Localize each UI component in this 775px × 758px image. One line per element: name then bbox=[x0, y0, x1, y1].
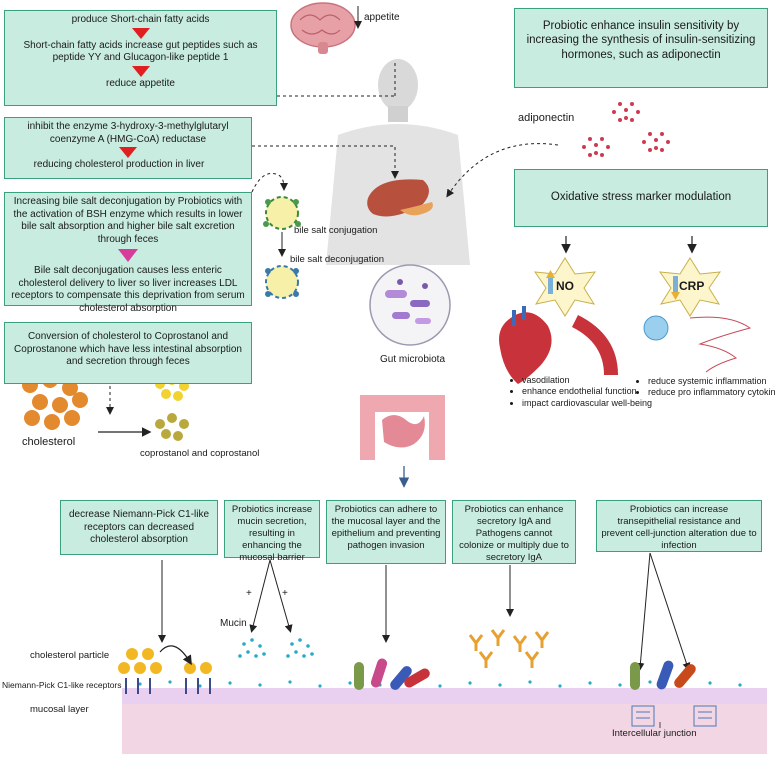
brain-icon bbox=[290, 2, 356, 54]
intestine-icon bbox=[360, 395, 445, 460]
mucin-label: Mucin bbox=[220, 618, 247, 629]
arrow-mucin-1 bbox=[249, 559, 271, 633]
box-mucin: Probiotics increase mucin secretion, res… bbox=[224, 500, 320, 563]
scfa-line1: produce Short-chain fatty acids bbox=[71, 14, 210, 25]
coprostanol-label: coprostanol and coprostanol bbox=[140, 448, 260, 459]
bile-line2: Bile salt deconjugation causes less ente… bbox=[11, 265, 245, 314]
mucosal-dots bbox=[138, 680, 742, 688]
box-adhere: Probiotics can adhere to the mucosal lay… bbox=[326, 500, 446, 564]
box-hmg: inhibit the enzyme 3-hydroxy-3-methylglu… bbox=[4, 117, 252, 179]
bile-deconjugation-label: bile salt deconjugation bbox=[290, 254, 385, 265]
gut-microbiota-icon bbox=[369, 264, 451, 346]
probiotic-bacteria-1 bbox=[354, 658, 430, 690]
box-insulin: Probiotic enhance insulin sensitivity by… bbox=[514, 8, 768, 88]
adiponectin-label: adiponectin bbox=[518, 112, 575, 124]
scfa-line3: reduce appetite bbox=[106, 77, 175, 89]
pink-triangle-icon bbox=[118, 249, 138, 262]
blood-vessel-icon bbox=[572, 315, 618, 375]
bile-conjugation-micelle bbox=[263, 196, 301, 230]
cholesterol-label: cholesterol bbox=[22, 436, 76, 448]
plus-sign-2: + bbox=[282, 588, 288, 599]
crp-star-icon bbox=[658, 257, 722, 317]
insulin-text: Probiotic enhance insulin sensitivity by… bbox=[526, 20, 756, 61]
box-bile: Increasing bile salt deconjugation by Pr… bbox=[4, 192, 252, 314]
box-scfa: produce Short-chain fatty acids Short-ch… bbox=[4, 10, 277, 106]
cholesterol-curved-arrow bbox=[159, 645, 192, 666]
adiponectin-clusters bbox=[582, 102, 670, 157]
box-junction: Probiotics can increase transepithelial … bbox=[596, 500, 762, 552]
list-item: reduce systemic inflammation bbox=[648, 376, 775, 387]
crp-label: CRP bbox=[679, 279, 705, 293]
iga-text: Probiotics can enhance secretory IgA and… bbox=[459, 504, 569, 563]
copro-text: Conversion of cholesterol to Coprostanol… bbox=[14, 331, 242, 367]
junction-text: Probiotics can increase transepithelial … bbox=[601, 504, 757, 551]
box-oxidative: Oxidative stress marker modulation bbox=[514, 169, 768, 227]
adhere-text: Probiotics can adhere to the mucosal lay… bbox=[331, 504, 441, 551]
appetite-label: appetite bbox=[364, 12, 400, 23]
list-item: impact cardiovascular well-being bbox=[522, 398, 662, 409]
coprostanol-group bbox=[155, 375, 189, 441]
red-down-arrow-icon bbox=[119, 147, 137, 158]
iga-cluster bbox=[468, 629, 550, 668]
bile-line1: Increasing bile salt deconjugation by Pr… bbox=[13, 196, 243, 245]
gut-microbiota-label: Gut microbiota bbox=[380, 354, 446, 365]
cytokine-spiral-icon bbox=[689, 316, 752, 373]
immune-cell-icon bbox=[643, 315, 669, 341]
crp-down-indicator bbox=[673, 276, 678, 294]
list-item: reduce pro inflammatory cytokines bbox=[648, 387, 775, 398]
mucosal-layer-label: mucosal layer bbox=[30, 704, 89, 715]
box-iga: Probiotics can enhance secretory IgA and… bbox=[452, 500, 576, 564]
cholesterol-particles bbox=[118, 648, 212, 674]
mucin-text: Probiotics increase mucin secretion, res… bbox=[231, 504, 313, 563]
arrow-junction-1 bbox=[636, 552, 651, 671]
heart-icon bbox=[499, 306, 552, 384]
intercellular-junction-label: Intercellular junction bbox=[612, 728, 697, 739]
cholesterol-particle-label: cholesterol particle bbox=[30, 650, 110, 661]
arrow-junction-2 bbox=[649, 552, 691, 671]
bile-conjugation-label: bile salt conjugation bbox=[294, 225, 378, 236]
liver-icon bbox=[367, 179, 433, 217]
red-down-arrow-icon bbox=[131, 65, 150, 77]
dashed-connector-bile bbox=[251, 172, 288, 193]
dashed-connector-hmg bbox=[252, 145, 399, 179]
red-down-arrow-icon bbox=[131, 27, 150, 39]
no-effects-list: vasodilation enhance endothelial functio… bbox=[510, 375, 662, 409]
list-item: vasodilation bbox=[522, 375, 662, 386]
mucin-clusters bbox=[238, 638, 314, 658]
plus-sign-1: + bbox=[246, 588, 252, 599]
npc1l-label: Niemann-Pick C1-like receptors bbox=[2, 680, 122, 690]
box-npc1l: decrease Niemann-Pick C1-like receptors … bbox=[60, 500, 218, 555]
npc1l-text: decrease Niemann-Pick C1-like receptors … bbox=[68, 509, 210, 545]
probiotic-bacteria-2 bbox=[630, 660, 696, 690]
intercellular-junctions bbox=[631, 705, 717, 727]
hmg-line2: reducing cholesterol production in liver bbox=[33, 159, 205, 170]
npc1l-receptors bbox=[125, 678, 211, 694]
no-up-indicator bbox=[548, 276, 553, 294]
scfa-line2: Short-chain fatty acids increase gut pep… bbox=[23, 39, 258, 64]
hmg-line1: inhibit the enzyme 3-hydroxy-3-methylglu… bbox=[27, 121, 229, 145]
oxidative-text: Oxidative stress marker modulation bbox=[550, 191, 732, 203]
bile-deconjugation-micelle bbox=[265, 265, 299, 299]
no-label: NO bbox=[556, 279, 574, 293]
list-item: enhance endothelial function bbox=[522, 386, 662, 397]
no-star-icon bbox=[533, 257, 597, 317]
crp-effects-list: reduce systemic inflammation reduce pro … bbox=[636, 376, 775, 399]
box-coprostanol: Conversion of cholesterol to Coprostanol… bbox=[4, 322, 252, 384]
arrow-mucin-2 bbox=[269, 559, 293, 633]
